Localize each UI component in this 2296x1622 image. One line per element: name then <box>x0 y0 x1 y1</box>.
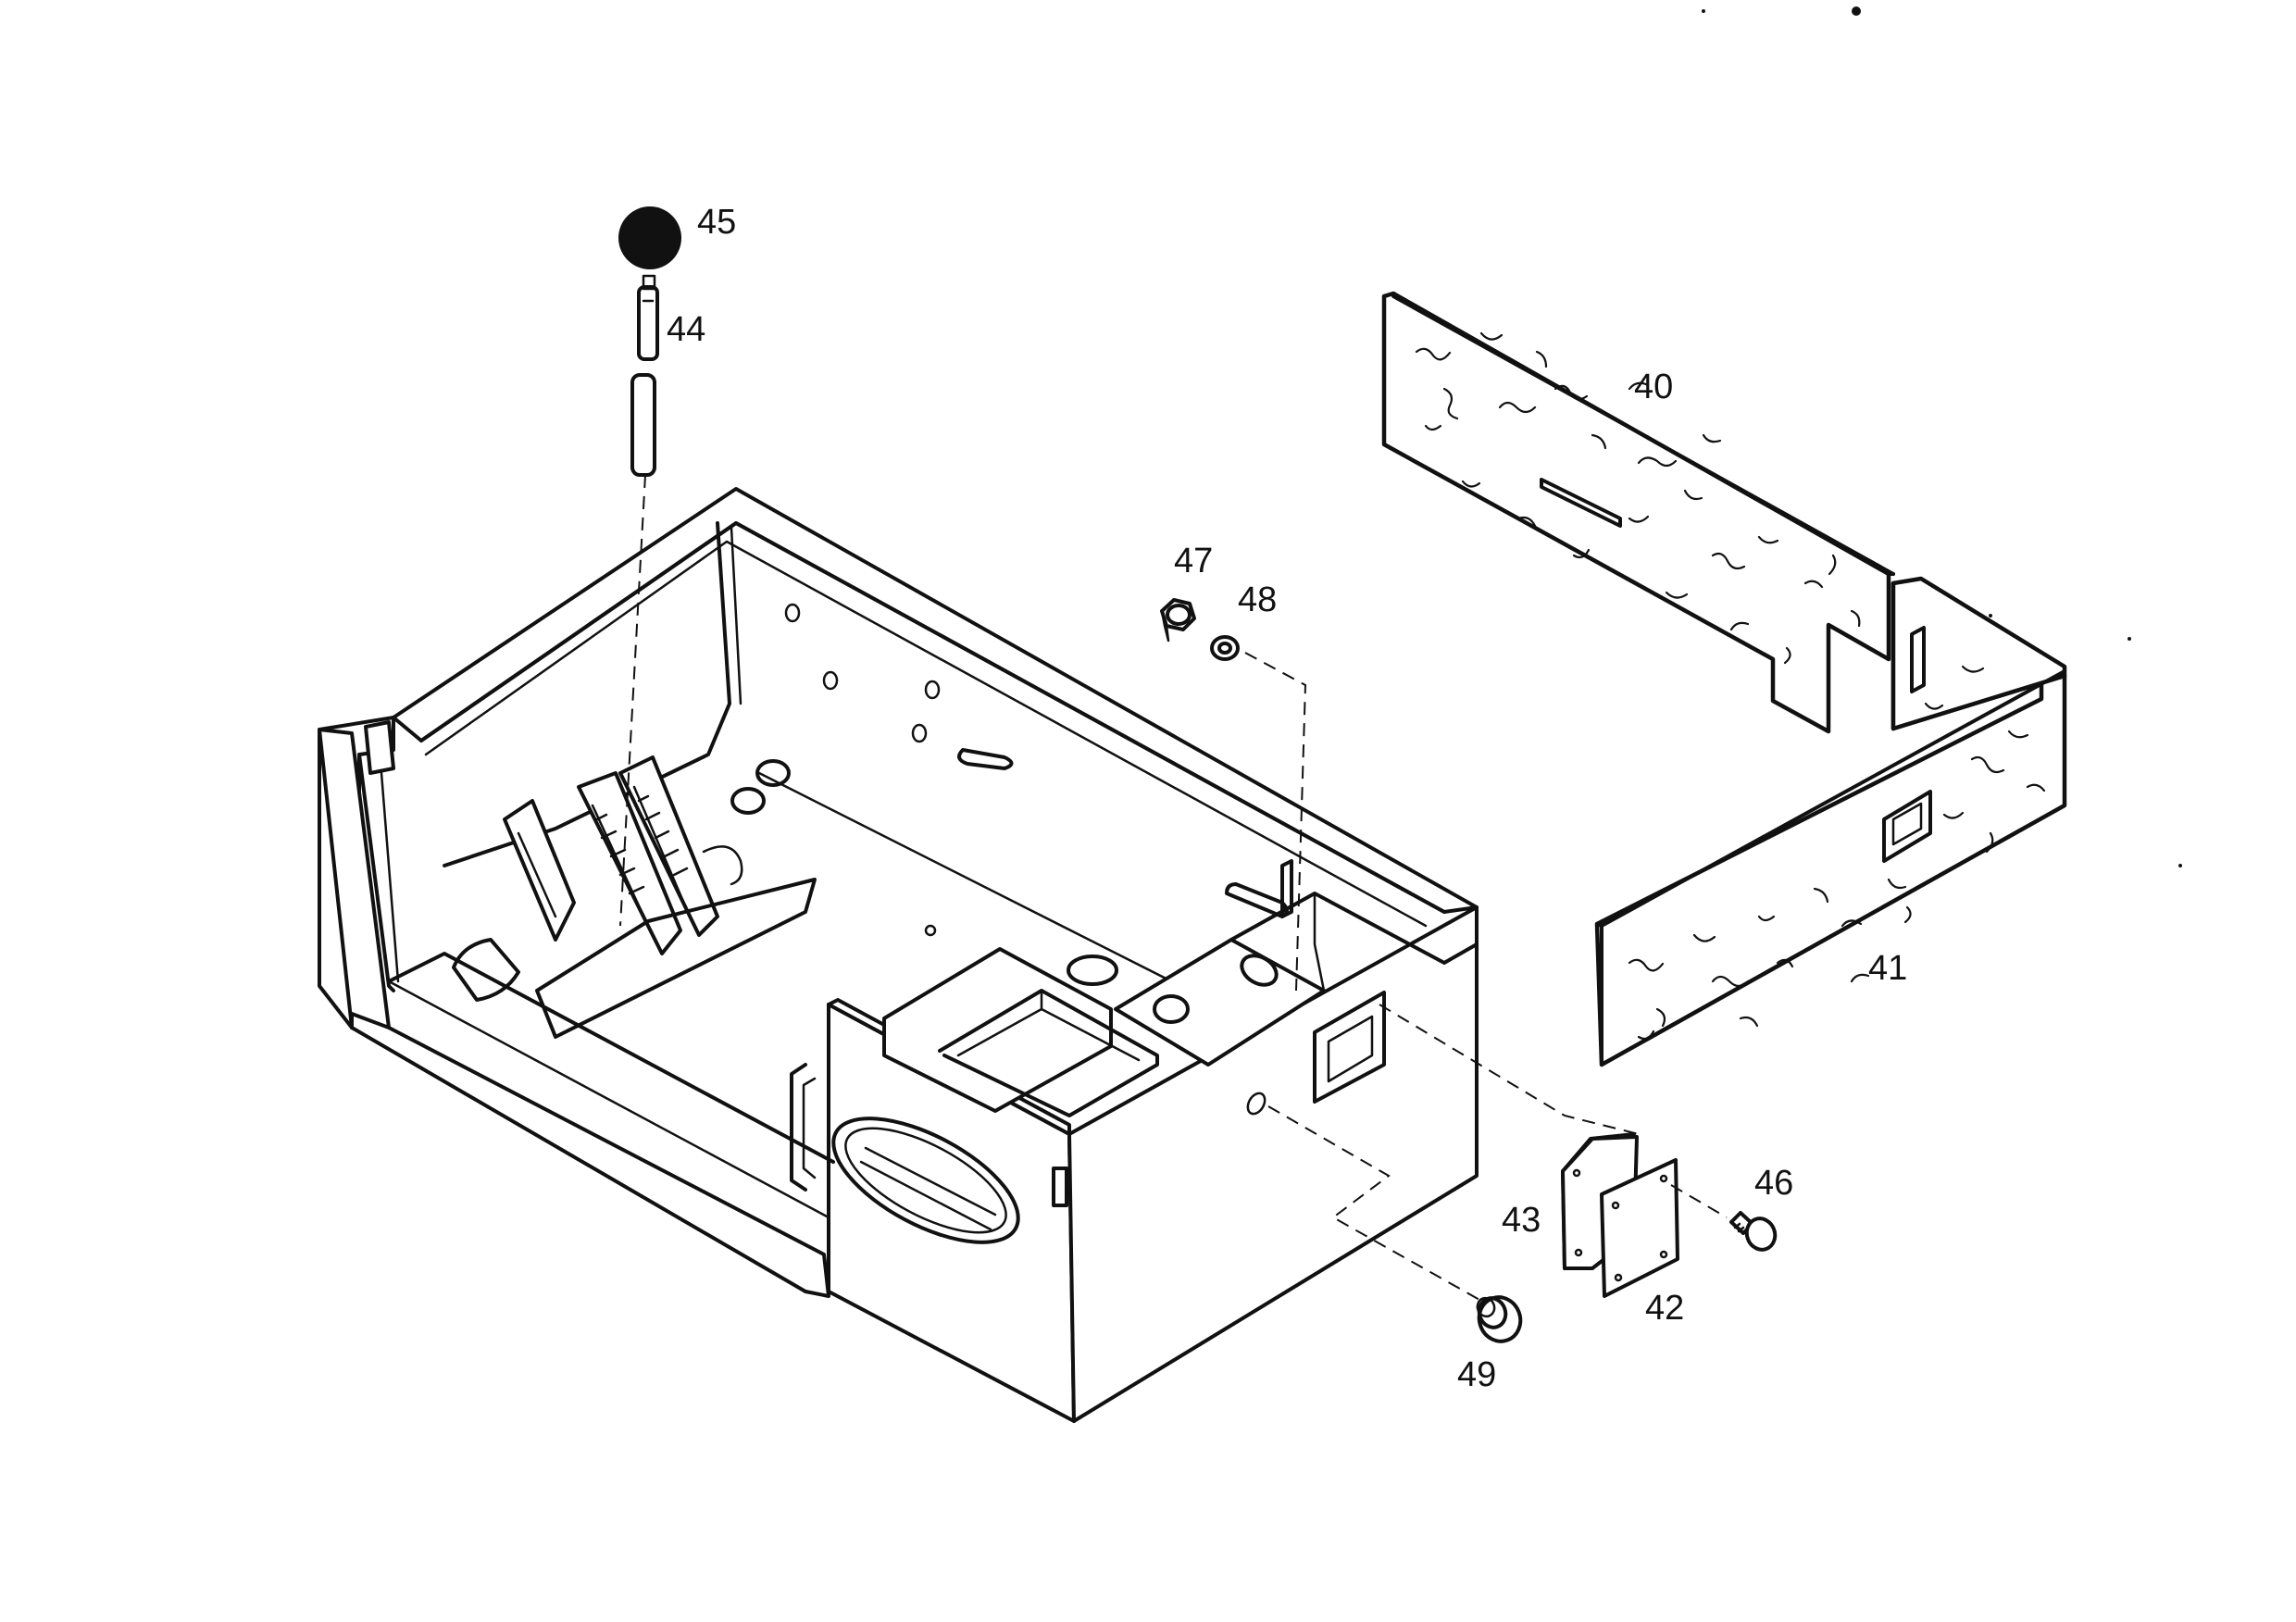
callout-41: 41 <box>1868 949 1907 988</box>
callout-44: 44 <box>667 310 705 349</box>
nut-47 <box>1160 598 1196 643</box>
callout-40: 40 <box>1634 368 1673 406</box>
scan-specks <box>1702 6 2182 867</box>
callout-47: 47 <box>1174 542 1213 580</box>
callout-42: 42 <box>1645 1289 1684 1328</box>
foam-panel-41 <box>1594 576 2067 1067</box>
grommet-49 <box>1476 1295 1523 1343</box>
foam-panel-40 <box>1381 291 1895 734</box>
knob-ball-45 <box>618 206 681 269</box>
bolt-46 <box>1729 1211 1778 1252</box>
callout-49: 49 <box>1457 1355 1496 1394</box>
assembly-leader-lines <box>619 474 1728 1302</box>
cabin-base-tub <box>318 487 1479 1423</box>
callout-labels: 40 41 42 43 44 45 46 47 48 49 <box>667 203 1907 1394</box>
plate-42 <box>1600 1158 1679 1298</box>
callout-46: 46 <box>1754 1164 1793 1203</box>
callout-48: 48 <box>1238 580 1277 619</box>
washer-48 <box>1210 635 1240 661</box>
callout-45: 45 <box>697 203 736 242</box>
callout-43: 43 <box>1502 1201 1541 1240</box>
rod-44 <box>630 274 659 477</box>
